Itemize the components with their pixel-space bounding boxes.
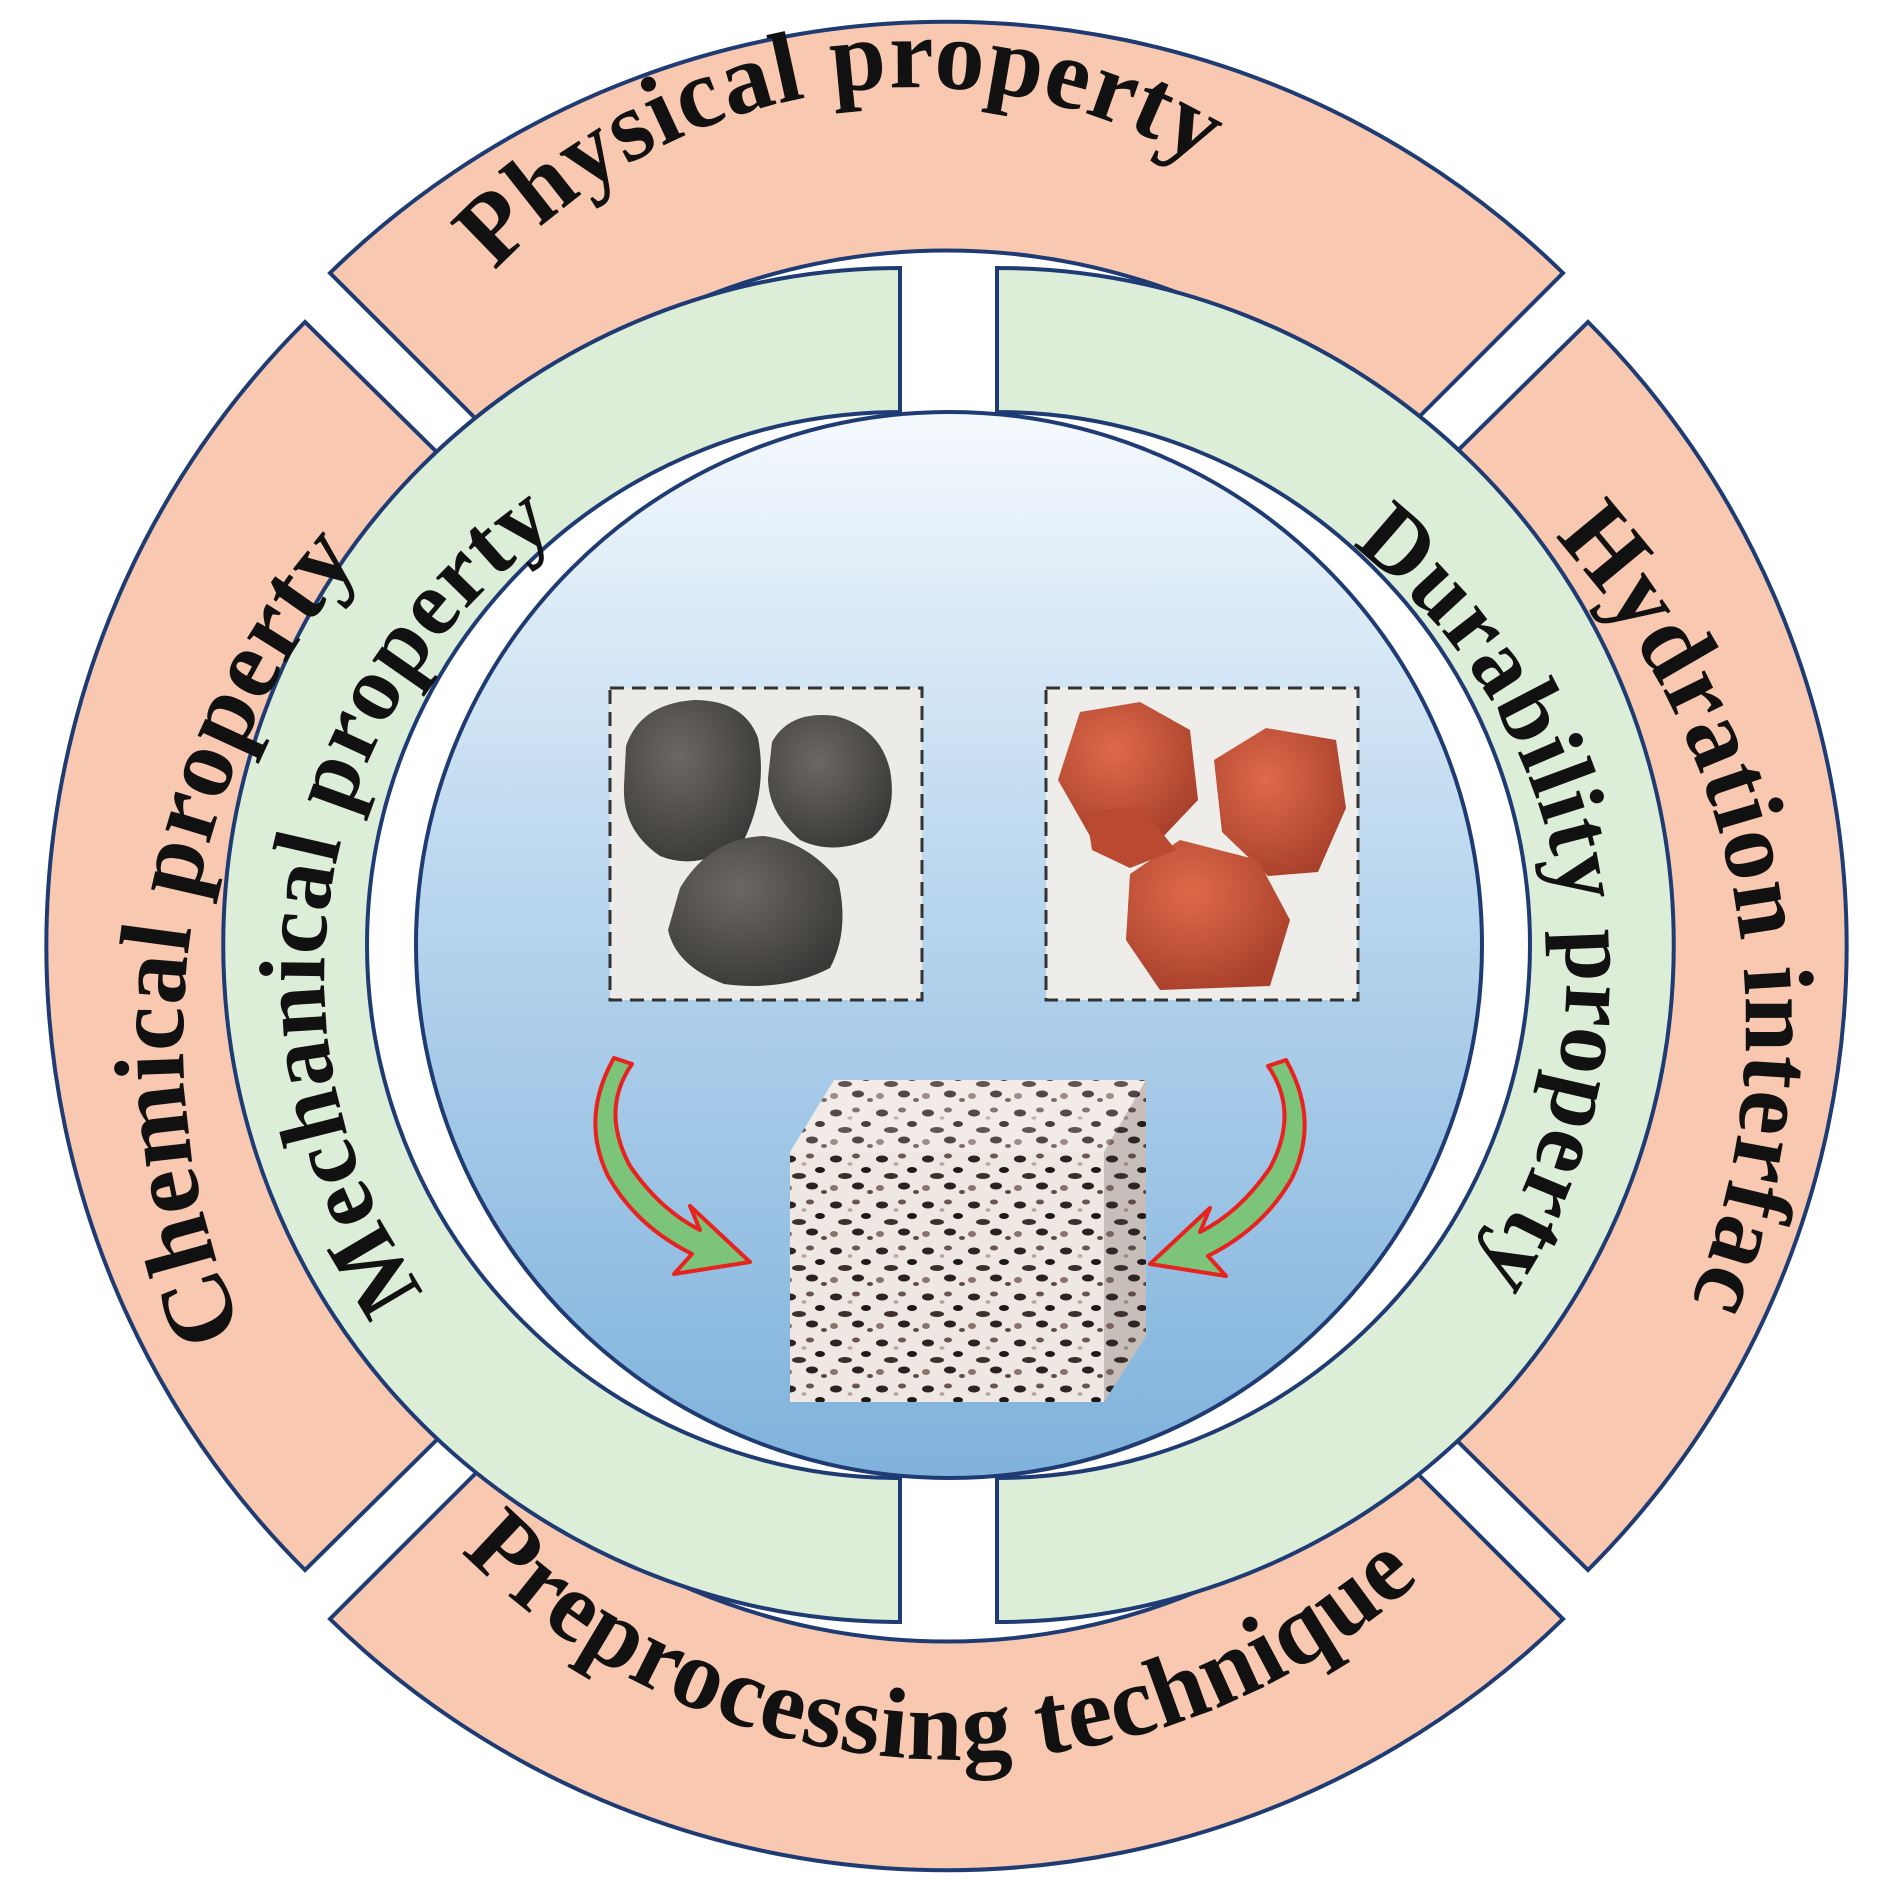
outer-segment-top — [327, 19, 1566, 438]
curved-arrow-left — [593, 1056, 752, 1276]
red-aggregate-photo — [1044, 686, 1360, 1002]
inner-segment-left — [221, 265, 902, 1625]
curved-arrow-right — [1148, 1058, 1307, 1278]
outer-segment-bottom — [327, 1454, 1566, 1873]
inner-ring — [221, 265, 1676, 1625]
inner-segment-right — [995, 265, 1676, 1625]
dark-gray-aggregate-photo — [608, 686, 924, 1002]
porous-concrete-cube — [790, 1080, 1146, 1402]
center-disc — [414, 410, 1484, 1480]
